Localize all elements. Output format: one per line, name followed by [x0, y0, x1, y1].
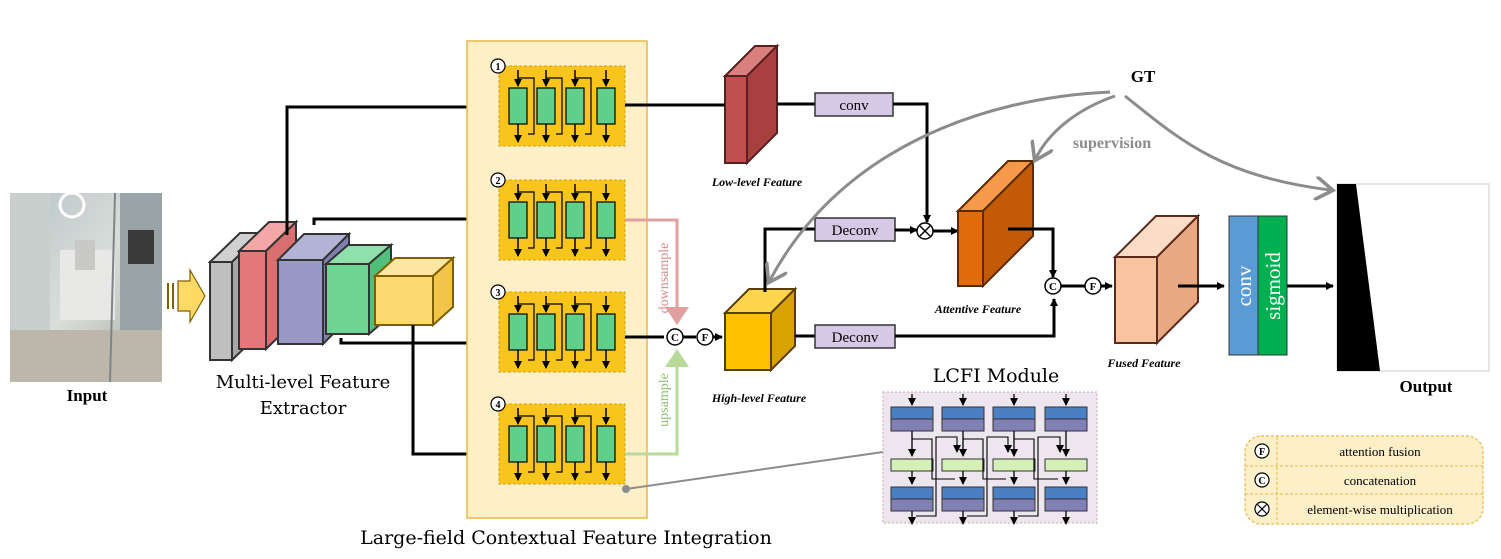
lcfi-title: Large-field Contextual Feature Integrati…	[360, 527, 772, 549]
lcfi-branch-conv-block	[536, 184, 563, 257]
svg-text:C: C	[1049, 281, 1057, 293]
upsample-arrow	[625, 349, 689, 456]
attentive-feature-block	[955, 158, 1036, 289]
extractor-label-line2: Extractor	[260, 398, 347, 419]
fusion-symbol-2: F	[1084, 277, 1102, 295]
lcfi-branches: 1 2 3 4	[490, 58, 626, 485]
legend-fusion-text: attention fusion	[1339, 444, 1421, 459]
low-level-feature-block	[722, 43, 780, 166]
lcfi-module-column	[941, 394, 1012, 525]
supervision-arrows	[770, 90, 1330, 280]
legend: F attention fusion C concatenation eleme…	[1244, 435, 1484, 525]
svg-text:conv: conv	[839, 98, 869, 114]
legend-multiply-icon	[1254, 501, 1270, 517]
lcfi-branch-badge: 4	[490, 396, 506, 412]
fused-label: Fused Feature	[1106, 356, 1181, 370]
upsample-label: upsample	[657, 373, 672, 427]
legend-multiply-text: element-wise multiplication	[1307, 502, 1453, 517]
svg-text:F: F	[1090, 281, 1097, 293]
concat-symbol-2: C	[1044, 277, 1062, 295]
deconv-to-concat	[895, 298, 1058, 338]
svg-text:C: C	[671, 332, 679, 344]
svg-text:1: 1	[496, 62, 501, 73]
deconv-box-bottom: Deconv	[814, 324, 896, 349]
lcfi-module-title: LCFI Module	[933, 365, 1060, 387]
concat-symbol-1: C	[666, 328, 684, 346]
input-label: Input	[67, 386, 108, 405]
fused-feature-block	[1112, 213, 1201, 346]
lcfi-branch-conv-block	[596, 296, 616, 369]
lcfi-branch-conv-block	[596, 184, 616, 257]
attentive-label: Attentive Feature	[934, 302, 1022, 316]
svg-text:F: F	[1259, 447, 1265, 458]
lcfi-branch-2: 2	[490, 172, 626, 261]
extractor-connections	[285, 103, 496, 458]
lcfi-branch-3: 3	[490, 284, 626, 373]
output-label: Output	[1400, 377, 1453, 396]
lcfi-branch-4: 4	[490, 396, 626, 485]
lcfi-branch-conv-block	[536, 70, 563, 143]
head-sigmoid-label: sigmoid	[1261, 252, 1285, 320]
legend-concat-icon: C	[1254, 472, 1270, 488]
lcfi-branch-1: 1	[490, 58, 626, 147]
lcfi-branch-conv-block	[565, 296, 592, 369]
lcfi-branch-badge: 2	[490, 172, 506, 188]
lcfi-module-column	[992, 394, 1064, 525]
low-level-label: Low-level Feature	[711, 175, 803, 189]
high-level-label: High-level Feature	[711, 391, 807, 405]
svg-text:2: 2	[496, 176, 501, 187]
svg-text:4: 4	[496, 400, 501, 411]
svg-text:Deconv: Deconv	[832, 223, 879, 239]
lcfi-branch-conv-block	[565, 70, 592, 143]
feature-extractor	[207, 219, 456, 363]
lcfi-branch-badge: 3	[490, 284, 506, 300]
svg-text:Deconv: Deconv	[832, 330, 879, 346]
svg-text:C: C	[1258, 476, 1265, 487]
input-arrow	[167, 267, 206, 325]
deconv-box-top: Deconv	[814, 217, 896, 242]
lcfi-branch-conv-block	[508, 184, 535, 257]
multiply-symbol	[916, 222, 934, 240]
lcfi-branch-conv-block	[596, 70, 616, 143]
lcfi-branch-conv-block	[508, 408, 535, 481]
svg-text:F: F	[702, 332, 709, 344]
conv-to-multiply	[893, 102, 931, 223]
lcfi-branch-conv-block	[565, 184, 592, 257]
head-sigmoid-box	[1257, 215, 1288, 356]
legend-fusion-icon: F	[1254, 443, 1270, 459]
fusion-symbol-1: F	[696, 328, 714, 346]
head-conv-label: conv	[1232, 265, 1256, 306]
output-mask	[1336, 183, 1490, 372]
lcfi-branch-conv-block	[596, 408, 616, 481]
lcfi-branch-badge: 1	[490, 58, 506, 74]
downsample-label: downsample	[657, 243, 672, 314]
lcfi-branch-conv-block	[508, 70, 535, 143]
high-level-feature-block	[722, 286, 798, 373]
head-conv-box	[1228, 215, 1259, 356]
lcfi-branch-conv-block	[536, 296, 563, 369]
extractor-label-line1: Multi-level Feature	[216, 372, 391, 393]
svg-text:3: 3	[496, 288, 501, 299]
gt-label: GT	[1131, 67, 1156, 86]
lcfi-branch-conv-block	[536, 408, 563, 481]
legend-concat-text: concatenation	[1344, 473, 1417, 488]
lcfi-module-column	[1044, 394, 1088, 525]
lcfi-module-detail	[890, 394, 1088, 525]
lcfi-branch-conv-block	[508, 296, 535, 369]
input-image	[10, 191, 162, 383]
downsample-arrow	[625, 218, 689, 325]
lcfi-module-column	[890, 394, 961, 525]
conv-box: conv	[814, 92, 894, 117]
lcfi-branch-conv-block	[565, 408, 592, 481]
supervision-label: supervision	[1073, 135, 1151, 152]
